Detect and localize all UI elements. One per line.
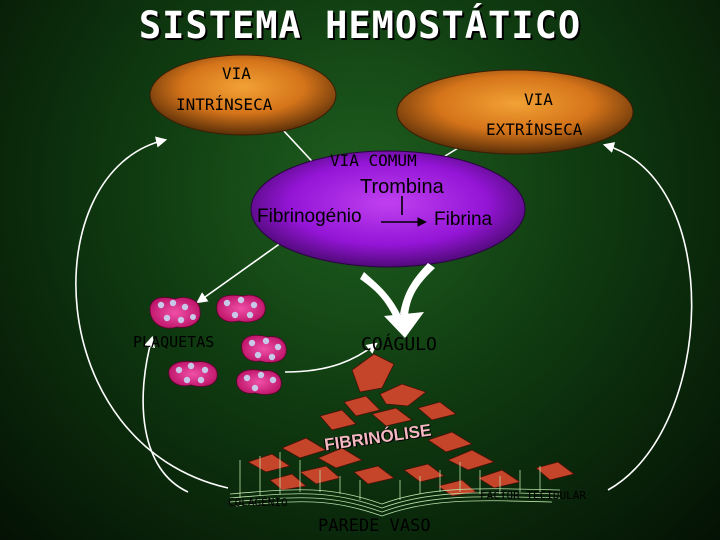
extrinsic-pathway-label-1: VIA xyxy=(524,90,553,109)
vessel-wall-label: PAREDE VASO xyxy=(318,516,431,536)
fibrin-label: Fibrina xyxy=(434,209,493,230)
arrow-common-to-platelets xyxy=(196,239,286,304)
arrow-intrinsic-to-collagen xyxy=(75,136,229,489)
common-pathway-label: VIA COMUM xyxy=(330,151,417,170)
platelet xyxy=(241,334,287,363)
vessel-wall xyxy=(229,452,561,517)
tissue-factor-label: FACTOR TECIDULAR xyxy=(480,489,586,502)
clot-cells xyxy=(247,353,575,497)
intrinsic-pathway-label-2: INTRÍNSECA xyxy=(176,95,273,114)
common-to-clot-arrow xyxy=(360,263,435,338)
platelet xyxy=(216,294,266,323)
extrinsic-pathway-label-2: EXTRÍNSECA xyxy=(486,120,583,139)
clot-label: COÁGULO xyxy=(361,334,437,355)
extrinsic-pathway-ellipse xyxy=(396,69,634,155)
platelet xyxy=(168,361,218,387)
platelet xyxy=(149,297,201,329)
fibrinogen-label: Fibrinogénio xyxy=(257,206,362,227)
thrombin-conversion-arrow xyxy=(381,196,427,227)
arrow-wall-to-platelets xyxy=(142,335,189,493)
collagen-label: COLAGÉNIO xyxy=(228,496,288,509)
common-pathway-ellipse xyxy=(250,150,526,268)
intrinsic-pathway-ellipse xyxy=(149,54,337,136)
arrow-platelets-to-clot xyxy=(284,342,378,373)
platelet-cluster xyxy=(149,294,287,395)
arrow-tissue-factor-to-extrinsic xyxy=(602,142,693,491)
page-title: SISTEMA HEMOSTÁTICO xyxy=(138,4,582,47)
platelet xyxy=(236,369,282,395)
intrinsic-pathway-label-1: VIA xyxy=(222,64,251,83)
platelets-label: PLAQUETAS xyxy=(133,333,215,351)
thrombin-label: Trombina xyxy=(360,176,444,198)
